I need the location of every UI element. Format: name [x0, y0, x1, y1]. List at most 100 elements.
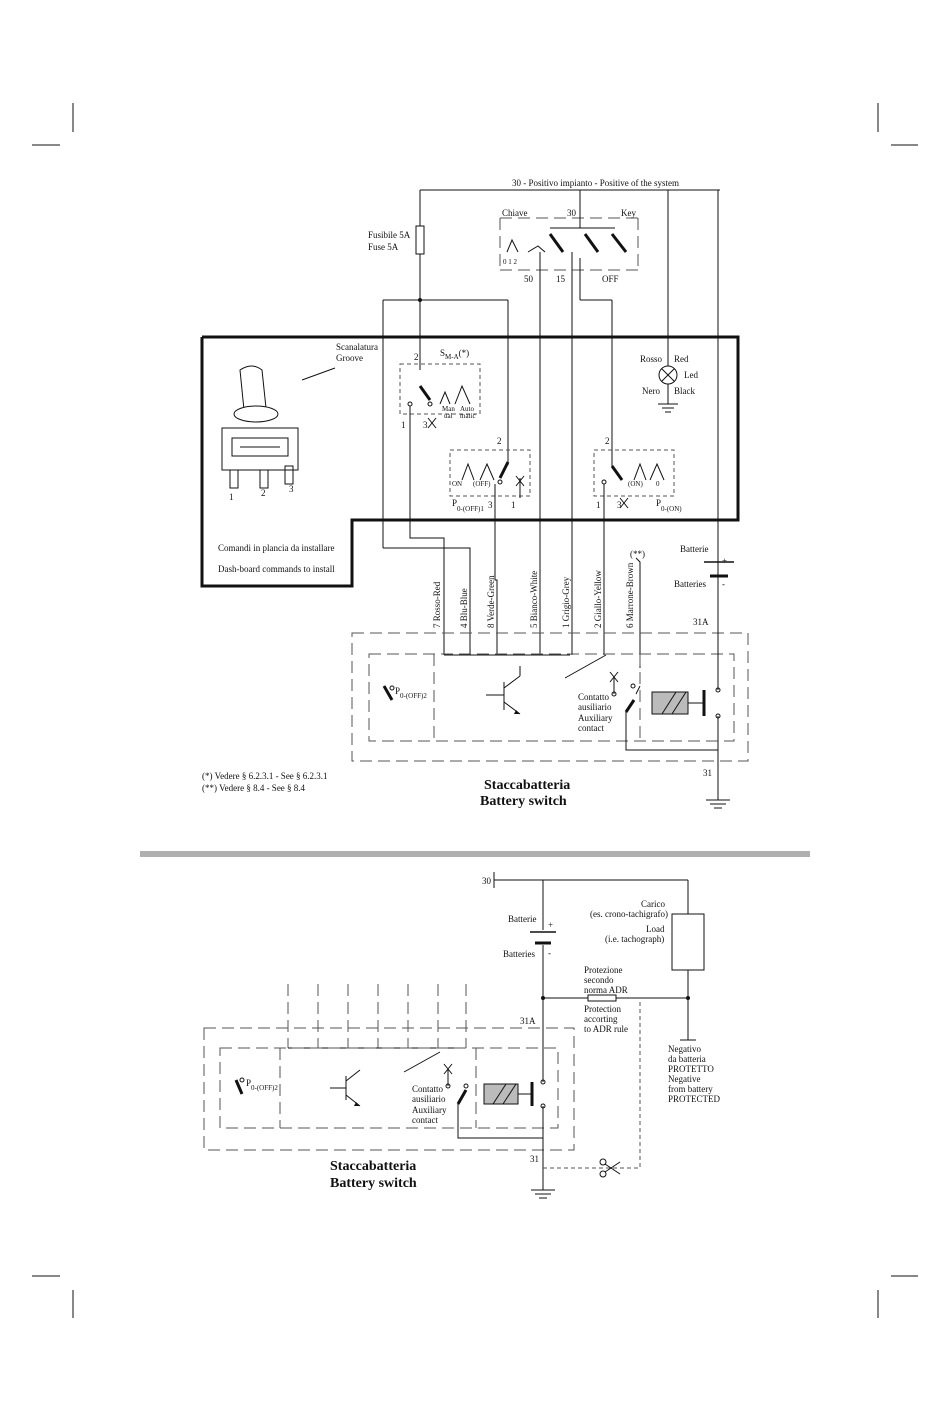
neg-3: PROTETTO: [668, 1064, 714, 1074]
p0off2-top: P0-(OFF)2: [395, 686, 427, 700]
aux-bottom-1: Contatto: [412, 1084, 443, 1094]
wire-2: 2 Giallo-Yellow: [593, 570, 603, 628]
dash-label-it: Comandi in plancia da installare: [218, 543, 334, 553]
neg-6: PROTECTED: [668, 1094, 721, 1104]
sma-pin-3: 3: [423, 420, 428, 430]
load-2: (es. crono-tachigrafo): [590, 909, 668, 919]
wire-1: 1 Grigio-Grey: [561, 576, 571, 628]
load-3: Load: [646, 924, 665, 934]
sma-manual-2: ual: [444, 412, 453, 420]
wire-6: 6 Marrone-Brown: [625, 562, 635, 628]
groove-label-it: Scanalatura: [336, 342, 378, 352]
fuse-label-en: Fuse 5A: [368, 242, 399, 252]
prot-it-2: secondo: [584, 975, 614, 985]
toggle-pin-1: 1: [229, 492, 234, 502]
prot-it-1: Protezione: [584, 965, 623, 975]
positive-line-label: 30 - Positivo impianto - Positive of the…: [512, 178, 679, 188]
switch-sma: SM-A(*) 2 Man ual Auto matic 1 3: [399, 300, 481, 520]
prot-en-1: Protection: [584, 1004, 621, 1014]
bottom-title-it: Staccabatteria: [330, 1159, 416, 1174]
p0off1-label: P0-(OFF)1: [452, 498, 484, 513]
note-1: (*) Vedere § 6.2.3.1 - See § 6.2.3.1: [202, 771, 328, 781]
sma-manual-1: Man: [442, 405, 455, 413]
toggle-switch-illustration: 1 2 3: [221, 365, 299, 502]
top-diagram: 30 - Positivo impianto - Positive of the…: [200, 178, 749, 809]
p0on-pin-3: 3: [617, 500, 622, 510]
toggle-pin-3: 3: [289, 484, 294, 494]
p0on-on: (ON): [628, 480, 643, 488]
key-label-30: 30: [567, 208, 577, 218]
neg-1: Negativo: [668, 1044, 701, 1054]
load-box: [671, 913, 705, 971]
top-title-en: Battery switch: [480, 794, 567, 809]
batt-top-minus: -: [722, 579, 725, 589]
adr-fuse: [587, 994, 617, 1002]
crop-marks: [32, 103, 918, 1318]
aux-top-3: Auxiliary: [578, 713, 613, 723]
wire-7: 7 Rosso-Red: [432, 581, 442, 628]
t31a-top: 31A: [693, 617, 709, 627]
key-label-50: 50: [524, 274, 534, 284]
key-label-key: Key: [621, 208, 636, 218]
p0on-zero: 0: [656, 480, 660, 488]
note-2: (**) Vedere § 8.4 - See § 8.4: [202, 783, 306, 793]
led-indicator: Rosso Red Led Nero Black: [640, 354, 698, 413]
groove-label-en: Groove: [336, 353, 363, 363]
key-switch: Chiave 30 Key 0 1 2 50 15 OFF: [499, 190, 639, 655]
load-4: (i.e. tachograph): [605, 934, 664, 944]
led-rosso: Rosso: [640, 354, 663, 364]
wire-4: 4 Blu-Blue: [459, 588, 469, 628]
sma-pin-2: 2: [414, 352, 419, 362]
p0off2-bottom: P0-(OFF)2: [246, 1078, 278, 1092]
t30-bottom: 30: [482, 876, 492, 886]
led-led: Led: [684, 370, 698, 380]
sma-auto-2: matic: [460, 412, 476, 420]
p0on-label: P0-(ON): [656, 498, 682, 513]
star2-label: (**): [630, 549, 645, 559]
aux-top-4: contact: [578, 723, 604, 733]
switch-p0-on: 2 (ON) 0 1 3 P0-(ON): [593, 300, 682, 513]
key-label-chiave: Chiave: [502, 208, 528, 218]
p0off1-off: (OFF): [473, 480, 491, 488]
prot-en-2: accorting: [584, 1014, 618, 1024]
t31-bottom: 31: [530, 1154, 539, 1164]
toggle-pin-2: 2: [261, 488, 266, 498]
batt-bottom-it: Batterie: [508, 914, 537, 924]
wire-8: 8 Verde-Green: [486, 575, 496, 628]
t31-top: 31: [703, 768, 712, 778]
aux-top-1: Contatto: [578, 692, 609, 702]
batt-top-plus: +: [722, 556, 727, 566]
led-nero: Nero: [642, 386, 660, 396]
p0on-pin-1: 1: [596, 500, 601, 510]
aux-bottom-4: contact: [412, 1115, 438, 1125]
t31a-bottom: 31A: [520, 1016, 536, 1026]
batt-bottom-plus: +: [548, 920, 553, 930]
prot-it-3: norma ADR: [584, 985, 628, 995]
sma-label: SM-A(*): [440, 348, 469, 361]
top-title-it: Staccabatteria: [484, 778, 570, 793]
p0off1-pin-3: 3: [488, 500, 493, 510]
separator-bar: [140, 851, 810, 857]
bottom-title-en: Battery switch: [330, 1176, 417, 1191]
key-label-15: 15: [556, 274, 566, 284]
p0off1-pin-2: 2: [497, 436, 502, 446]
p0on-pin-2: 2: [605, 436, 610, 446]
neg-4: Negative: [668, 1074, 700, 1084]
dashboard-frame: [200, 335, 740, 588]
fuse-5a: [415, 225, 425, 255]
aux-bottom-2: ausiliario: [412, 1094, 446, 1104]
battery-switch-bottom: P0-(OFF)2 Contatto ausiliario Auxiliary …: [203, 1027, 575, 1190]
batt-top-it: Batterie: [680, 544, 709, 554]
neg-5: from battery: [668, 1084, 713, 1094]
bottom-diagram: 30 Carico (es. crono-tachigrafo) Load (i…: [203, 872, 721, 1199]
battery-top: Batterie Batteries + -: [674, 544, 734, 589]
switch-p0-off1: 2 ON (OFF) 3 1 P0-(OFF)1: [449, 436, 531, 513]
batt-bottom-en: Batteries: [503, 949, 535, 959]
dash-label-en: Dash-board commands to install: [218, 564, 335, 574]
wire-5: 5 Bianco-White: [529, 571, 539, 628]
p0off1-pin-1: 1: [511, 500, 516, 510]
battery-switch-top: 31A P0-(OFF)2 Contatto ausiliario Auxili…: [351, 580, 749, 809]
neg-2: da batteria: [668, 1054, 706, 1064]
prot-en-3: to ADR rule: [584, 1024, 628, 1034]
fuse-label-it: Fusibile 5A: [368, 230, 411, 240]
